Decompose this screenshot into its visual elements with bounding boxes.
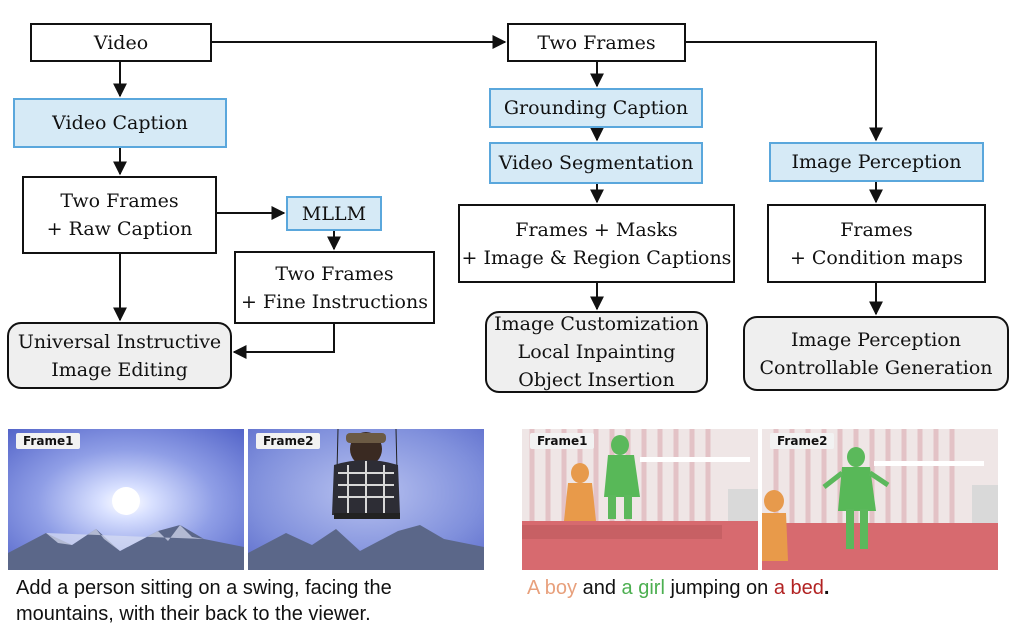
frame1-label: Frame1 [530,433,595,449]
node-image-customization: Image Customization Local Inpainting Obj… [485,311,708,393]
node-video: Video [30,23,212,62]
caption-and: and [577,577,622,599]
caption-boy: A boy [527,577,578,599]
caption-period: . [823,577,830,599]
node-frames-condition-maps: Frames + Condition maps [767,204,986,283]
right-frame2-image: Frame2 [762,429,998,570]
kids-bed-image [522,429,758,570]
left-example-caption: Add a person sitting on a swing, facing … [16,577,392,625]
swing-person-image [248,429,484,570]
left-frame2-image: Frame2 [248,429,484,570]
node-video-segmentation: Video Segmentation [489,142,703,184]
node-two-frames-top: Two Frames [507,23,686,62]
node-two-frames-fine-instructions: Two Frames + Fine Instructions [234,251,435,324]
node-grounding-caption: Grounding Caption [489,88,703,128]
sky-mountain-image [8,429,244,570]
kids-bed-image-2 [762,429,998,570]
caption-jumping: jumping on [664,577,774,599]
node-video-caption: Video Caption [13,98,227,148]
left-frame1-image: Frame1 [8,429,244,570]
arrow-two-frames-to-perception [686,41,883,142]
node-image-perception: Image Perception [769,142,984,182]
right-frame1-image: Frame1 [522,429,758,570]
node-mllm: MLLM [286,196,382,231]
node-frames-masks-captions: Frames + Masks + Image & Region Captions [458,204,735,283]
caption-bed: a bed [773,577,824,599]
frame1-label: Frame1 [16,433,81,449]
frame2-label: Frame2 [256,433,321,449]
right-example-caption: A boy and a girl jumping on a bed. [527,575,1007,601]
arrow-fine-to-universal [232,324,335,359]
node-perception-generation: Image Perception Controllable Generation [743,316,1009,391]
frame2-label: Frame2 [770,433,835,449]
node-two-frames-raw-caption: Two Frames + Raw Caption [22,176,217,254]
node-universal-instructive-editing: Universal Instructive Image Editing [7,322,232,389]
caption-girl: a girl [621,577,665,599]
